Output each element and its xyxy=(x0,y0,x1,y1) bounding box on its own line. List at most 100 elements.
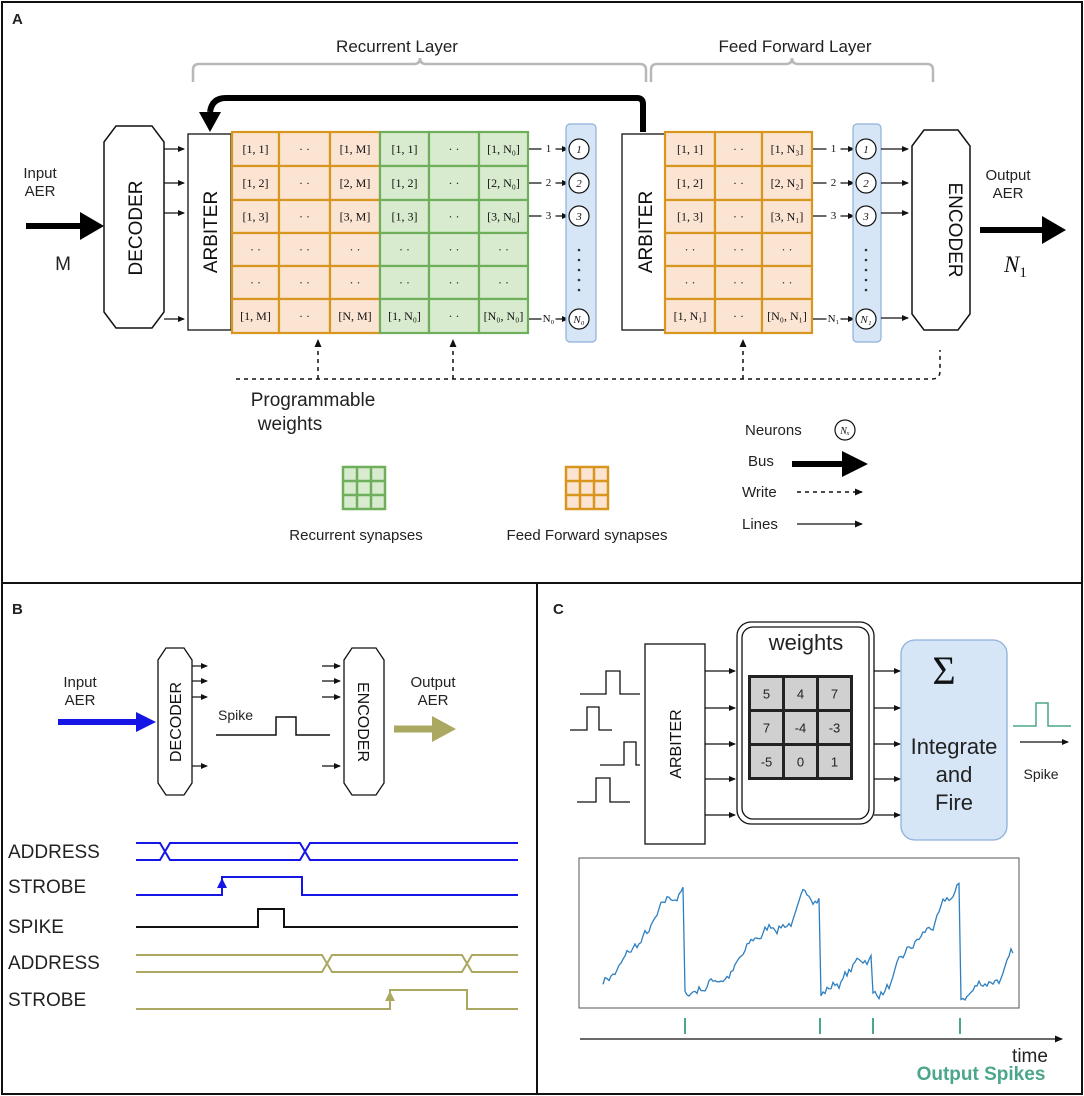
weight-cell xyxy=(819,712,850,743)
encoder-label: ENCODER xyxy=(944,182,965,277)
ff2-cell-label: [1, 3] xyxy=(677,210,703,224)
legend-recurrent-synapse-icon xyxy=(341,465,387,511)
neuron xyxy=(855,308,877,330)
ff1-cell-label: [2, M] xyxy=(340,176,371,190)
c-sigma: Σ xyxy=(932,648,955,693)
c-membrane-plot-frame xyxy=(578,857,1020,1009)
legend-neurons-label: Neurons xyxy=(745,422,802,439)
ff2-cell-label: [N₀, N₁] xyxy=(767,309,807,323)
ff2-cell-label: · · xyxy=(685,243,696,257)
timing-strobe-in-wave xyxy=(136,876,518,896)
b-input-aer-line2: AER xyxy=(65,692,96,709)
input-bus-arrowhead xyxy=(80,212,104,240)
rec-cell xyxy=(378,297,431,335)
timing-spike-wave xyxy=(136,908,518,928)
b-decoder-block xyxy=(157,647,193,796)
c-integrate-line1: Integrate xyxy=(911,734,998,759)
rec-cell xyxy=(477,264,530,301)
rec-cell-label: · · xyxy=(449,276,460,290)
programmable-weights-lines xyxy=(236,339,941,380)
ff2-cell-label: · · xyxy=(685,276,696,290)
rec-cell xyxy=(477,297,530,335)
ff2-cell xyxy=(713,130,764,168)
rec-cell xyxy=(427,297,481,335)
rec-cell xyxy=(477,198,530,235)
ellipsis-dot xyxy=(864,248,868,252)
weight-value: 7 xyxy=(763,721,770,736)
b-decoder-output-lines xyxy=(192,663,208,769)
ff2-cell-label: [1, N₁] xyxy=(674,309,707,323)
line_labels_1-line-label: 3 xyxy=(546,210,552,222)
line_labels_1-line-label: 2 xyxy=(546,177,552,189)
ff2-cell xyxy=(760,164,814,202)
ff1-cell-label: · · xyxy=(350,243,361,257)
c-time-label: time xyxy=(1012,1046,1048,1067)
ff2-cell xyxy=(663,297,717,335)
arbiter-1-label: ARBITER xyxy=(201,191,222,273)
ff2-cell-label: [3, N₁] xyxy=(771,210,804,224)
c-integrate-line2: and xyxy=(936,762,973,787)
ff2-cell-label: · · xyxy=(733,243,744,257)
c-output-spike-wave xyxy=(1013,702,1071,727)
b-encoder-input-lines xyxy=(322,663,341,769)
c-weights-output-lines xyxy=(874,668,901,818)
line_labels_1-line-label: 1 xyxy=(546,143,552,155)
neuron-label: 1 xyxy=(576,144,582,156)
b-decoder-label: DECODER xyxy=(168,682,185,762)
rec-cell xyxy=(378,198,431,235)
ff1-cell-label: · · xyxy=(299,142,310,156)
b-spike-label: Spike xyxy=(218,707,253,723)
weight-value: 0 xyxy=(797,755,804,770)
weight-value: -4 xyxy=(795,721,807,736)
ff2-cell-label: · · xyxy=(733,176,744,190)
weight-value: 1 xyxy=(831,755,838,770)
c-input-spikes xyxy=(570,670,640,803)
b-output-aer-line1: Output xyxy=(410,674,456,691)
c-arbiter-label: ARBITER xyxy=(668,709,685,778)
rec-cell xyxy=(477,164,530,202)
rec-cell-label: [N₀, N₀] xyxy=(484,309,524,323)
feedback-bus-arrowhead xyxy=(199,112,221,132)
ellipsis-dot xyxy=(864,288,868,292)
timing-strobe-in-label: STROBE xyxy=(8,877,86,898)
decoder-output-lines xyxy=(164,146,185,322)
rec-cell-label: · · xyxy=(449,210,460,224)
neuron-label: 2 xyxy=(576,178,582,190)
decoder-label: DECODER xyxy=(126,180,147,275)
recurrent-feedback-bus xyxy=(207,95,646,132)
ff1-cell-label: · · xyxy=(350,276,361,290)
ff1-cell-label: · · xyxy=(299,176,310,190)
arbiter-2-label: ARBITER xyxy=(636,191,657,273)
neuron xyxy=(855,172,877,194)
ff2-cell-label: · · xyxy=(782,243,793,257)
rec-cell-label: [3, N₀] xyxy=(487,210,520,224)
ff1-cell-label: · · xyxy=(299,243,310,257)
ellipsis-dot xyxy=(864,258,868,262)
rec-cell xyxy=(427,264,481,301)
timing-address-in-wave-b xyxy=(136,842,518,861)
ff2-cell-label: [1, 1] xyxy=(677,142,703,156)
neuron xyxy=(855,205,877,227)
c-spike-label: Spike xyxy=(1023,766,1058,782)
neuron-label: 3 xyxy=(862,211,869,223)
ff1-cell-label: · · xyxy=(250,243,261,257)
input-aer-line2: AER xyxy=(25,183,56,200)
neuron-label: N₁ xyxy=(859,314,871,326)
timing-strobe-out-wave xyxy=(136,989,518,1010)
c-integrate-fire-block xyxy=(900,639,1008,841)
ff1-cell-label: [1, 2] xyxy=(243,176,269,190)
neuron-label: 1 xyxy=(863,144,869,156)
ff1-cell-label: [1, M] xyxy=(240,309,271,323)
legend-ff-synapse-icon xyxy=(564,465,610,511)
rec-cell xyxy=(477,130,530,168)
output-aer-line2: AER xyxy=(993,185,1024,202)
ff1-cell-label: [N, M] xyxy=(338,309,371,323)
weight-value: -5 xyxy=(761,755,773,770)
neuron xyxy=(568,138,590,160)
rec-cell-label: [1, 2] xyxy=(392,176,418,190)
decoder-block xyxy=(103,125,165,329)
weight-cell xyxy=(751,746,782,777)
ff2-cell xyxy=(713,264,764,301)
